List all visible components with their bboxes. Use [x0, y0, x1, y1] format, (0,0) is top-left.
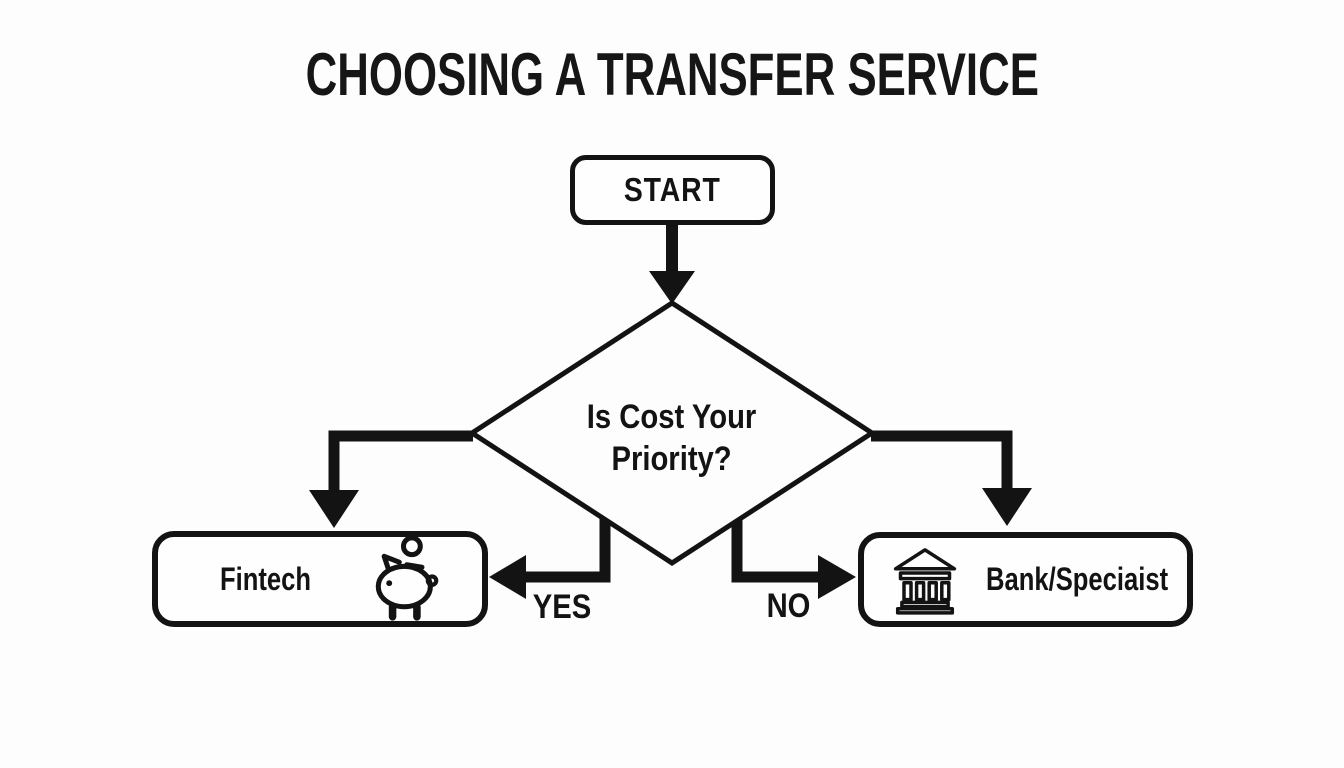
- start-node-label: START: [624, 171, 721, 208]
- bank-icon: [890, 544, 960, 616]
- arrowhead-down-icon: [982, 488, 1032, 526]
- yes-connector: [489, 514, 611, 599]
- fintech-node: Fintech: [152, 531, 488, 627]
- yes-branch-label: YES: [532, 588, 592, 626]
- arrowhead-right-icon: [818, 555, 856, 599]
- start-node: START: [570, 155, 775, 225]
- diagram-title: CHOOSING A TRANSFER SERVICE: [0, 40, 1344, 109]
- bank-node: Bank/Speciaist: [858, 532, 1193, 627]
- diagram-title-text: CHOOSING A TRANSFER SERVICE: [305, 41, 1039, 108]
- arrowhead-left-icon: [489, 555, 526, 599]
- arrowhead-down-icon: [649, 271, 695, 304]
- no-branch-label: NO: [766, 587, 810, 625]
- decision-to-fintech-connector: [309, 430, 473, 528]
- bank-node-label: Bank/Speciaist: [986, 561, 1169, 597]
- arrowhead-down-icon: [309, 490, 359, 528]
- decision-to-bank-connector: [871, 430, 1032, 526]
- fintech-node-label: Fintech: [220, 560, 312, 597]
- no-connector: [731, 515, 856, 599]
- decision-node-label: Is Cost Your Priority?: [587, 398, 757, 478]
- decision-diamond: [467, 300, 877, 566]
- piggy-bank-icon: [364, 535, 448, 623]
- start-to-decision-connector: [649, 223, 695, 304]
